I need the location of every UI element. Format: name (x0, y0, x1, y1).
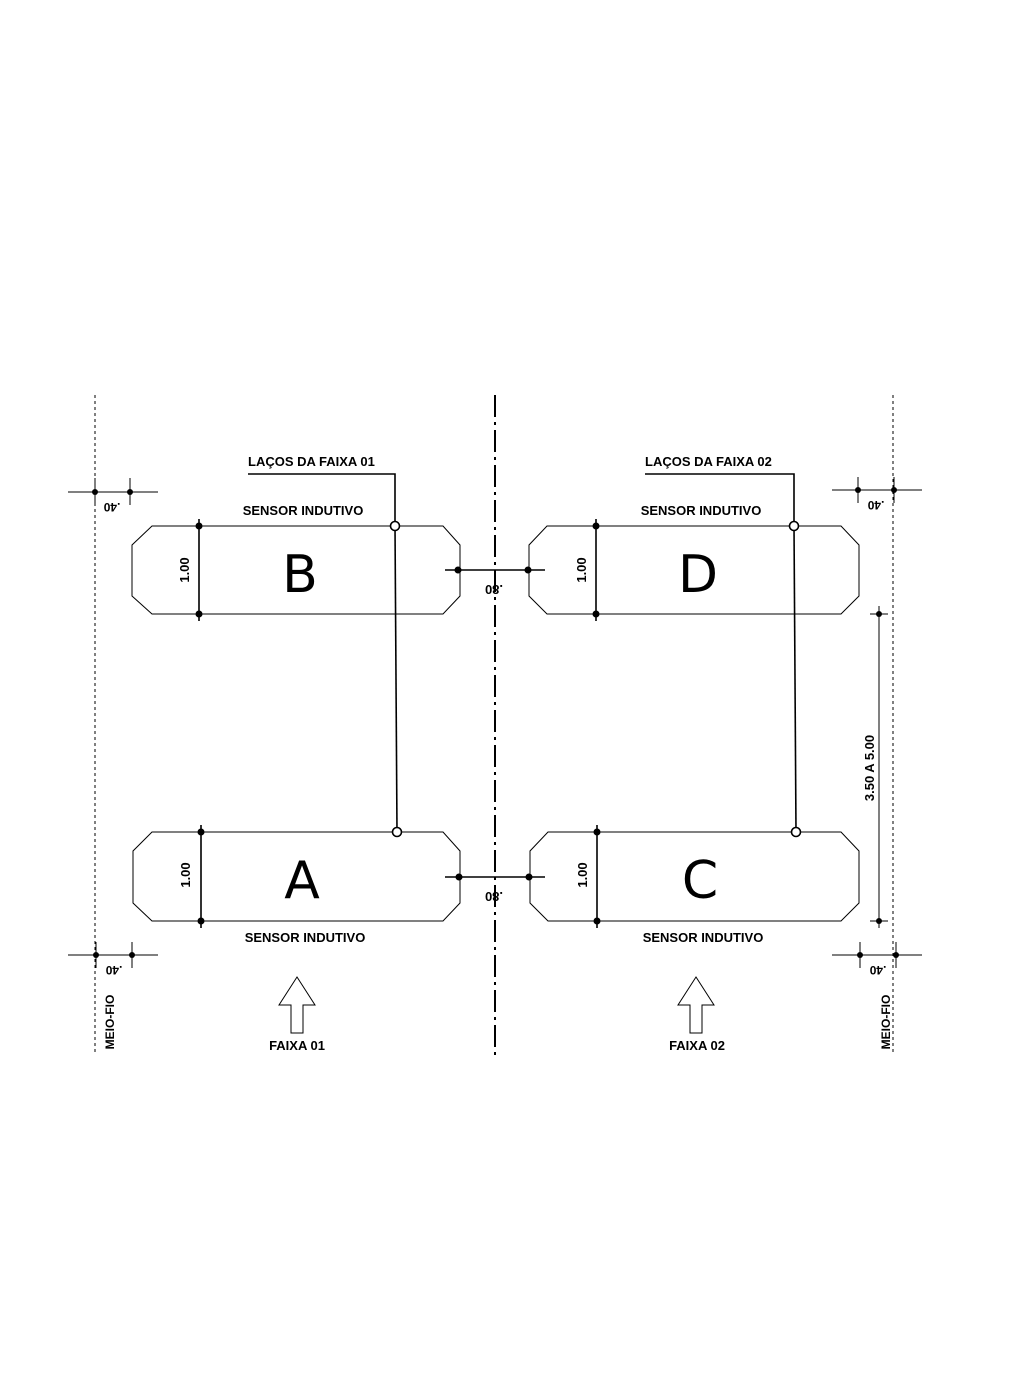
loop-spacing-dimension: 3.50 A 5.00 (862, 606, 888, 928)
loop-a-outline (132, 831, 461, 922)
loop-a-letter: A (284, 851, 320, 911)
loop-a: A 1.00 (132, 825, 461, 928)
curb-offset-dimension-top-right: .40 (832, 477, 922, 512)
curb-offset-dimension-top-left: .40 (68, 478, 158, 514)
sensor-label-bottom-left: SENSOR INDUTIVO (245, 930, 366, 945)
curb-offset-label-bottom-left: .40 (105, 963, 122, 977)
lane-2-loop-connection (645, 473, 802, 838)
loop-d-outline (528, 525, 860, 615)
lane-2-direction-arrow-icon (677, 976, 715, 1034)
curb-label-left: MEIO-FIO (103, 995, 117, 1050)
loop-c-outline (529, 831, 860, 922)
sensor-label-top-left: SENSOR INDUTIVO (243, 503, 364, 518)
loop-b-outline (131, 525, 461, 615)
lane-1-loop-connection (248, 473, 403, 838)
loop-b-width-label: 1.00 (177, 557, 192, 582)
center-gap-label-bottom: .80 (485, 889, 503, 904)
loop-c-letter: C (682, 851, 718, 911)
curb-offset-label-top-right: .40 (867, 498, 884, 512)
loop-d-letter: D (678, 545, 718, 605)
loop-b: B 1.00 (131, 519, 461, 621)
center-gap-dimension-bottom: .80 (445, 873, 545, 904)
lane-1-label: FAIXA 01 (269, 1038, 325, 1053)
loop-d-width-label: 1.00 (574, 557, 589, 582)
loop-c-width-label: 1.00 (575, 862, 590, 887)
loop-d: D 1.00 (528, 519, 860, 621)
lane-1-direction-arrow-icon (278, 976, 316, 1034)
sensor-label-top-right: SENSOR INDUTIVO (641, 503, 762, 518)
lane-2-label: FAIXA 02 (669, 1038, 725, 1053)
curb-label-right: MEIO-FIO (879, 995, 893, 1050)
center-gap-label-top: .80 (485, 582, 503, 597)
curb-offset-dimension-bottom-left: .40 (68, 942, 158, 977)
loop-spacing-label: 3.50 A 5.00 (862, 735, 877, 801)
lane-1-loops-label: LAÇOS DA FAIXA 01 (248, 454, 375, 469)
loop-c: C 1.00 (529, 825, 860, 928)
lane-2-loops-label: LAÇOS DA FAIXA 02 (645, 454, 772, 469)
sensor-label-bottom-right: SENSOR INDUTIVO (643, 930, 764, 945)
curb-offset-label-top-left: .40 (103, 500, 120, 514)
center-gap-dimension-top: .80 (445, 566, 545, 597)
loop-b-letter: B (282, 545, 318, 605)
loop-a-width-label: 1.00 (178, 862, 193, 887)
curb-offset-label-bottom-right: .40 (869, 963, 886, 977)
curb-offset-dimension-bottom-right: .40 (832, 942, 922, 977)
